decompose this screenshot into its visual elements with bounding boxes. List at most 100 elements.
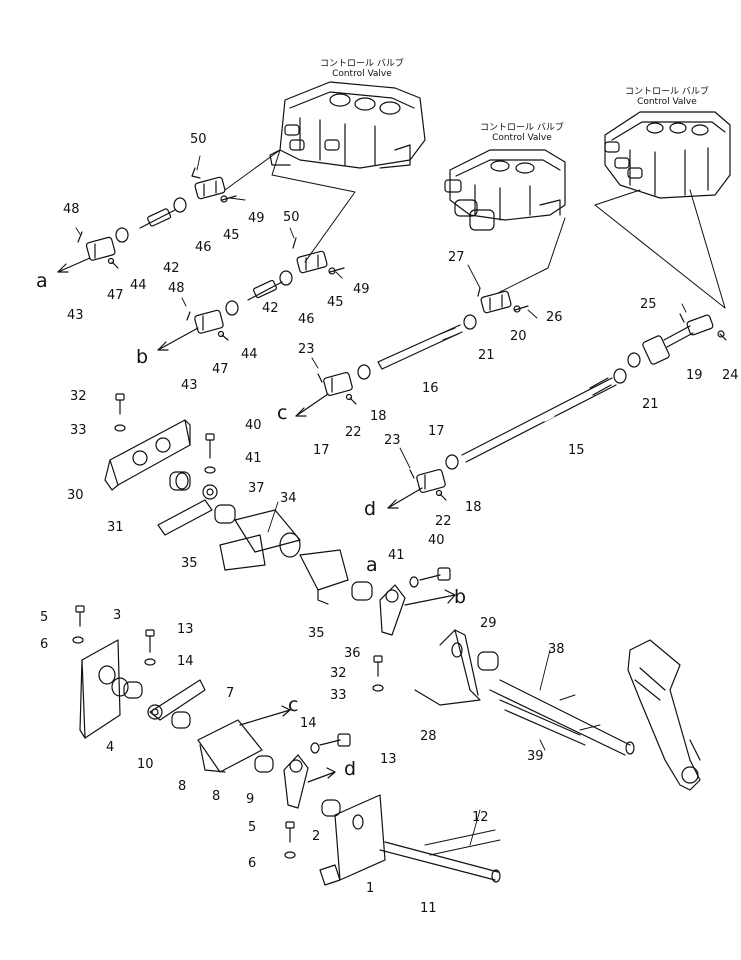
part-label-14b: 14 (300, 716, 317, 731)
part-label-44b: 44 (241, 347, 258, 362)
part-label-13b: 13 (380, 752, 397, 767)
connection-letter-b-target: b (454, 586, 467, 608)
part-label-7: 7 (226, 686, 235, 701)
part-label-18b: 18 (465, 500, 482, 515)
lever-assembly-upper (157, 471, 456, 636)
part-label-50b: 50 (283, 210, 300, 225)
part-label-49: 49 (248, 211, 265, 226)
part-label-28: 28 (420, 729, 437, 744)
part-label-25: 25 (640, 297, 657, 312)
shaft-11 (379, 829, 501, 883)
part-label-9: 9 (246, 792, 255, 807)
part-label-26: 26 (546, 310, 563, 325)
part-label-8: 8 (178, 779, 187, 794)
part-label-18: 18 (370, 409, 387, 424)
part-label-46b: 46 (298, 312, 315, 327)
control-valve-1-title: コントロール バルブ Control Valve (320, 59, 404, 80)
part-label-48b: 48 (168, 281, 185, 296)
connection-letter-c: c (277, 402, 288, 424)
bracket-3 (72, 605, 206, 739)
part-label-12: 12 (472, 810, 489, 825)
part-label-6: 6 (40, 637, 49, 652)
part-label-3: 3 (113, 608, 122, 623)
part-label-15: 15 (568, 443, 585, 458)
part-label-22: 22 (345, 425, 362, 440)
control-valve-2-title-jp: コントロール バルブ (480, 123, 564, 133)
part-label-47: 47 (107, 288, 124, 303)
part-label-37: 37 (248, 481, 265, 496)
part-label-19: 19 (686, 368, 703, 383)
part-label-13: 13 (177, 622, 194, 637)
rod-19 (627, 313, 727, 368)
valve-link-lines (224, 149, 726, 309)
connection-letter-a: a (36, 270, 48, 292)
rod-16 (295, 287, 529, 417)
part-label-21: 21 (478, 348, 495, 363)
brake-pedal (627, 639, 701, 791)
part-label-22b: 22 (435, 514, 452, 529)
connection-letter-d-target: d (344, 758, 357, 780)
bracket-28 (372, 629, 499, 706)
part-label-27: 27 (448, 250, 465, 265)
part-label-20: 20 (510, 329, 527, 344)
control-valve-3-title: コントロール バルブ Control Valve (625, 87, 709, 108)
part-label-33b: 33 (330, 688, 347, 703)
part-label-45b: 45 (327, 295, 344, 310)
part-label-44: 44 (130, 278, 147, 293)
part-label-14: 14 (177, 654, 194, 669)
part-label-50: 50 (190, 132, 207, 147)
part-label-5b: 5 (248, 820, 257, 835)
part-label-10: 10 (137, 757, 154, 772)
rod-15 (387, 368, 627, 509)
control-valve-3 (604, 111, 731, 199)
part-label-46: 46 (195, 240, 212, 255)
part-label-35b: 35 (308, 626, 325, 641)
part-label-32b: 32 (330, 666, 347, 681)
shaft-7 (171, 705, 351, 809)
part-label-16: 16 (422, 381, 439, 396)
part-label-33: 33 (70, 423, 87, 438)
part-label-40b: 40 (428, 533, 445, 548)
part-label-39: 39 (527, 749, 544, 764)
part-label-11: 11 (420, 901, 437, 916)
control-valve-2-title-en: Control Valve (492, 132, 552, 143)
part-label-23: 23 (298, 342, 315, 357)
part-label-29: 29 (480, 616, 497, 631)
part-label-21b: 21 (642, 397, 659, 412)
part-label-36: 36 (344, 646, 361, 661)
part-label-42b: 42 (262, 301, 279, 316)
control-valve-3-title-en: Control Valve (637, 96, 697, 107)
part-label-24: 24 (722, 368, 739, 383)
part-label-31: 31 (107, 520, 124, 535)
part-label-41: 41 (245, 451, 262, 466)
part-label-38: 38 (548, 642, 565, 657)
part-label-41b: 41 (388, 548, 405, 563)
part-label-47b: 47 (212, 362, 229, 377)
shaft-38-39 (489, 679, 635, 756)
bracket-30 (104, 393, 216, 491)
connection-letter-d: d (364, 498, 377, 520)
part-label-43b: 43 (181, 378, 198, 393)
part-label-8b: 8 (212, 789, 221, 804)
part-label-30: 30 (67, 488, 84, 503)
connection-letter-a-target: a (366, 554, 378, 576)
link-chain-a (57, 167, 237, 273)
part-label-35: 35 (181, 556, 198, 571)
part-label-5: 5 (40, 610, 49, 625)
connection-letter-c-target: c (288, 694, 299, 716)
link-chain-b (157, 237, 345, 351)
part-label-34: 34 (280, 491, 297, 506)
control-valve-3-title-jp: コントロール バルブ (625, 87, 709, 97)
control-valve-2-title: コントロール バルブ Control Valve (480, 123, 564, 144)
part-label-23b: 23 (384, 433, 401, 448)
control-valve-1-title-jp: コントロール バルブ (320, 59, 404, 69)
part-label-45: 45 (223, 228, 240, 243)
part-label-4: 4 (106, 740, 115, 755)
part-label-17b: 17 (428, 424, 445, 439)
part-label-43: 43 (67, 308, 84, 323)
connection-letter-b: b (136, 346, 149, 368)
part-label-49b: 49 (353, 282, 370, 297)
bracket-1 (284, 794, 386, 886)
part-label-32: 32 (70, 389, 87, 404)
